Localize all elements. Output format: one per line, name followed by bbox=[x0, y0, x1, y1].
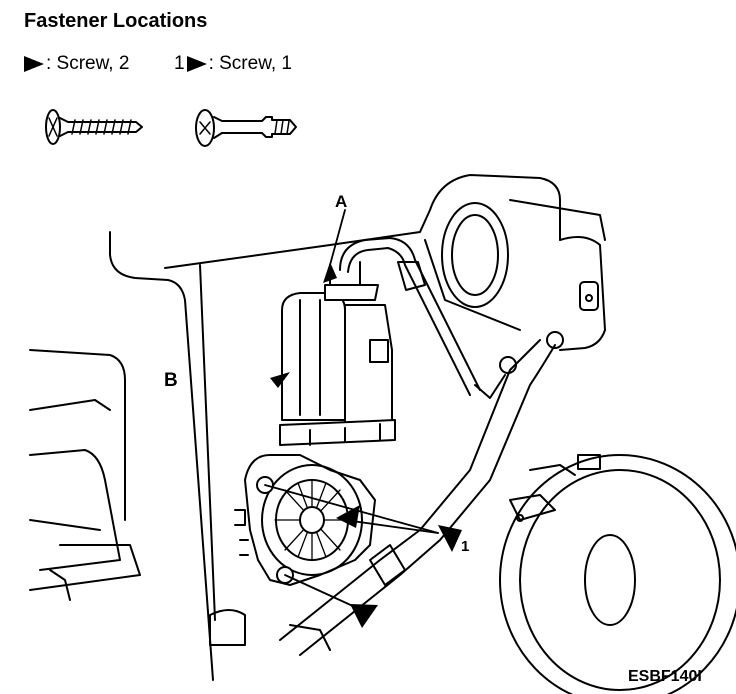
screw-tapping-icon bbox=[45, 109, 143, 145]
screw-shoulder-icon bbox=[195, 109, 297, 147]
upper-opening bbox=[441, 202, 509, 308]
page-title: Fastener Locations bbox=[24, 10, 208, 32]
legend-screw-1-number: 1 bbox=[174, 53, 185, 74]
motor-arrow bbox=[270, 372, 290, 388]
callout-1: 1 bbox=[461, 538, 469, 555]
speaker-assembly bbox=[499, 454, 736, 694]
window-regulator-rail bbox=[209, 331, 564, 656]
screw2-triangle bbox=[350, 604, 378, 628]
callout-b: B bbox=[164, 370, 178, 391]
triangle-marker-icon bbox=[186, 56, 207, 72]
figure-code: ESBF140I bbox=[628, 668, 702, 685]
triangle-marker-icon bbox=[24, 56, 44, 72]
leader-lines bbox=[264, 209, 439, 608]
legend-screw-2-label: : Screw, 2 bbox=[46, 53, 130, 74]
door-panel bbox=[29, 174, 606, 681]
legend-screw-2: : Screw, 2 bbox=[24, 53, 129, 75]
wire-harness bbox=[339, 237, 506, 399]
legend-screw-1-label: : Screw, 1 bbox=[208, 53, 292, 74]
screw1-triangle bbox=[438, 525, 462, 552]
gear-housing bbox=[234, 454, 376, 586]
callout-a: A bbox=[335, 192, 347, 211]
window-motor bbox=[279, 261, 396, 446]
screw1-marker bbox=[336, 505, 360, 528]
legend-screw-1: 1 : Screw, 1 bbox=[174, 53, 292, 75]
arrow-a-head bbox=[323, 262, 337, 283]
